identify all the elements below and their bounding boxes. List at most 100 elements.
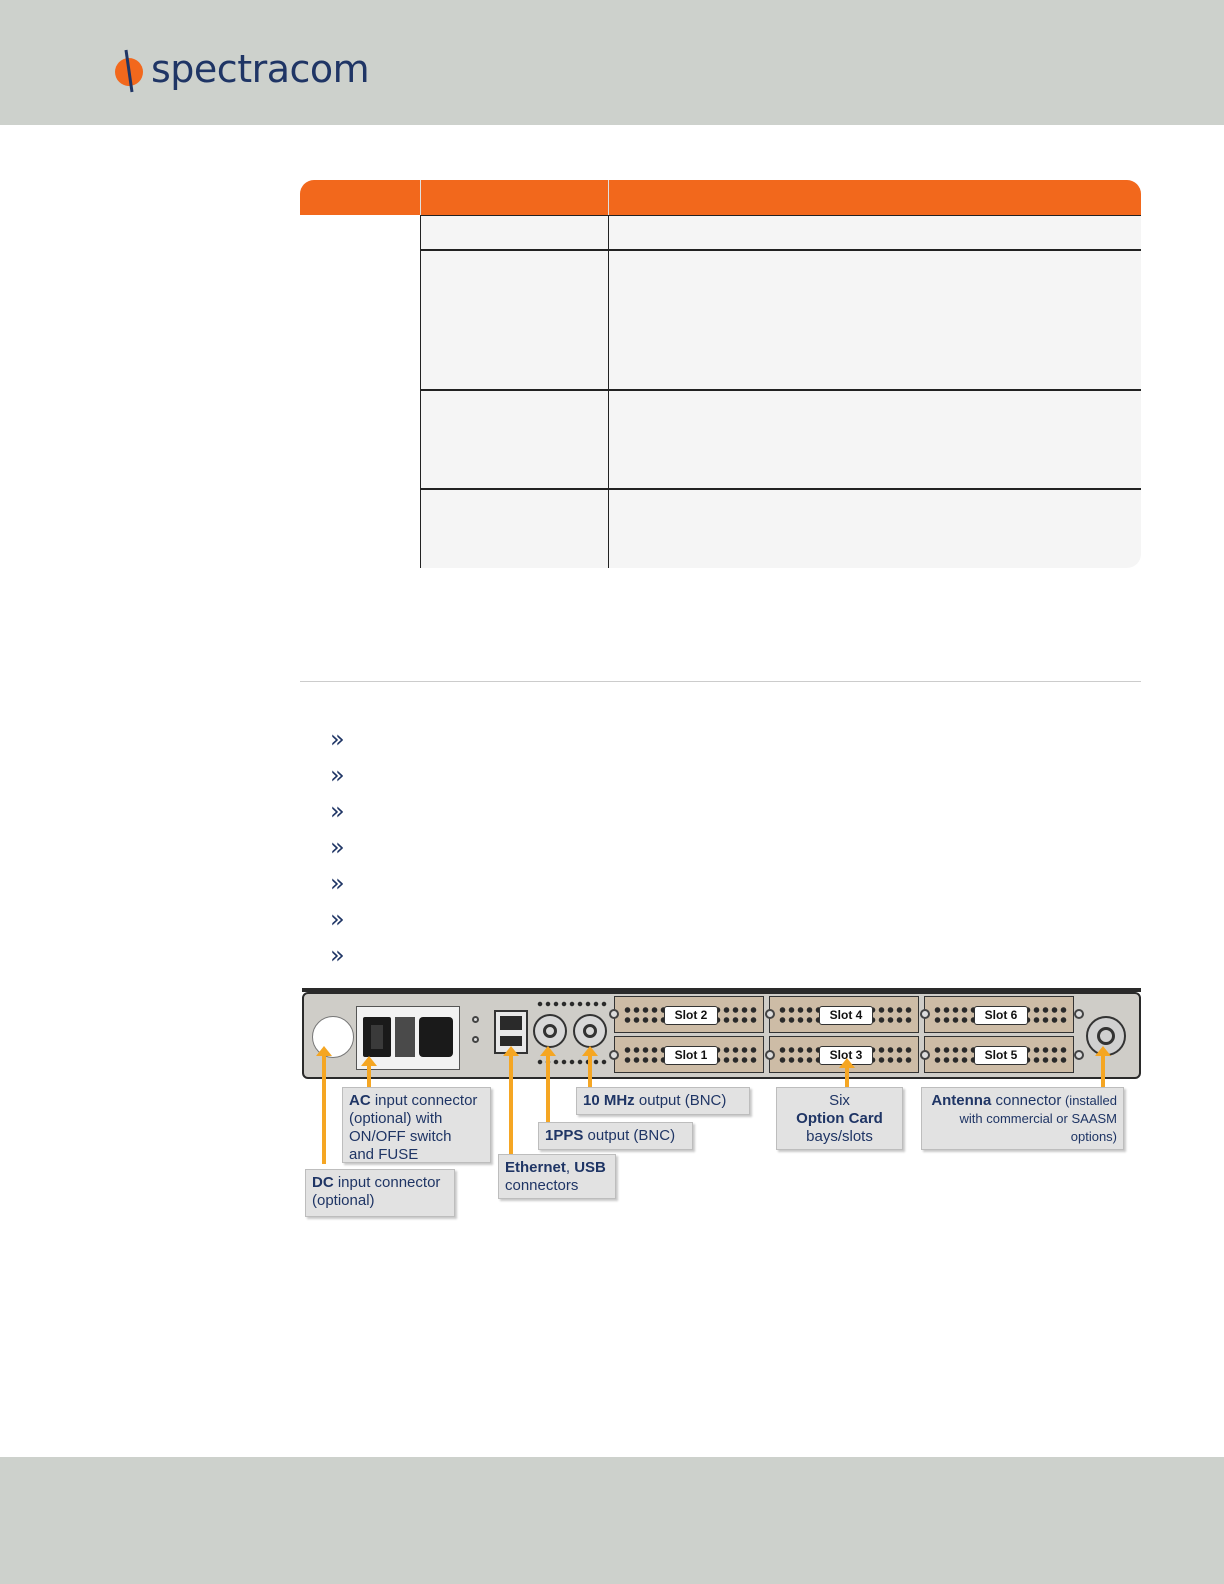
option-slot-4: Slot 4	[769, 996, 919, 1033]
slot-label: Slot 2	[664, 1006, 718, 1025]
rear-panel-diagram: Slot 2 Slot 4 Slot 6 Slot 1 Slot 3 Slot …	[300, 988, 1143, 1233]
slot-label: Slot 5	[974, 1046, 1028, 1065]
1pps-bnc-connector-icon	[533, 1014, 567, 1048]
callout-text: output (BNC)	[583, 1127, 676, 1144]
screw-icon	[609, 1009, 619, 1019]
callout-bold: AC	[349, 1092, 371, 1109]
callout-text: Six	[829, 1092, 850, 1109]
fuse-holder-icon	[395, 1017, 415, 1057]
table-row	[421, 391, 1141, 488]
row-border	[421, 488, 1141, 490]
callout-option-slots: Six Option Card bays/slots	[776, 1087, 903, 1150]
slot-label: Slot 6	[974, 1006, 1028, 1025]
column-divider	[608, 216, 609, 249]
row-border	[421, 215, 1141, 216]
column-divider	[608, 391, 609, 488]
callout-bold: Ethernet	[505, 1159, 566, 1176]
spec-table	[300, 180, 1141, 568]
antenna-arrow	[1095, 1046, 1111, 1088]
table-body	[300, 215, 1141, 568]
bullet-marker-icon: »	[330, 797, 345, 825]
callout-bold: 1PPS	[545, 1127, 584, 1144]
callout-text: input connector	[370, 1092, 478, 1109]
dc-arrow	[316, 1046, 332, 1164]
table-row	[421, 251, 1141, 389]
table-header-row	[300, 180, 1141, 215]
callout-1pps: 1PPS output (BNC)	[538, 1122, 693, 1150]
page-header: spectracom	[0, 0, 1224, 125]
callout-text: and FUSE	[349, 1146, 419, 1163]
row-border	[421, 389, 1141, 391]
table-group-cell	[300, 215, 421, 568]
callout-text: (installed	[1061, 1093, 1117, 1108]
callout-bold: Option Card	[796, 1110, 883, 1127]
logo-text: spectracom	[151, 47, 370, 91]
callout-bold: DC	[312, 1174, 334, 1191]
ethernet-arrow	[503, 1046, 519, 1164]
table-row	[421, 216, 1141, 249]
callout-text: connectors	[505, 1177, 579, 1194]
callout-text: ,	[565, 1159, 575, 1176]
callout-text: input connector	[333, 1174, 441, 1191]
callout-dc-input: DC input connector (optional)	[305, 1169, 455, 1217]
callout-antenna: Antenna connector (installed with commer…	[921, 1087, 1124, 1150]
callout-text: with commercial or SAASM	[959, 1111, 1117, 1126]
bullet-marker-icon: »	[330, 869, 345, 897]
slots-arrow	[839, 1058, 855, 1088]
callout-ethernet-usb: Ethernet, USB connectors	[498, 1154, 616, 1199]
screw-icon	[765, 1009, 775, 1019]
callout-ac-input: AC input connector (optional) with ON/OF…	[342, 1087, 491, 1163]
row-border	[421, 249, 1141, 251]
option-slot-1: Slot 1	[614, 1036, 764, 1073]
ac-plug-icon	[419, 1017, 453, 1057]
option-slot-6: Slot 6	[924, 996, 1074, 1033]
rear-panel: Slot 2 Slot 4 Slot 6 Slot 1 Slot 3 Slot …	[302, 992, 1141, 1079]
column-divider	[608, 490, 609, 568]
section-divider	[300, 681, 1141, 682]
callout-text: (optional)	[312, 1192, 375, 1209]
option-slot-2: Slot 2	[614, 996, 764, 1033]
option-slot-5: Slot 5	[924, 1036, 1074, 1073]
panel-top-edge	[302, 988, 1141, 992]
table-row	[421, 490, 1141, 568]
slot-label: Slot 1	[664, 1046, 718, 1065]
screw-icon	[920, 1009, 930, 1019]
spectracom-logo: spectracom	[111, 47, 370, 94]
bullet-list: » » » » » » »	[330, 725, 345, 981]
led-icon	[472, 1036, 479, 1043]
callout-10mhz: 10 MHz output (BNC)	[576, 1087, 750, 1115]
screw-icon	[1074, 1050, 1084, 1060]
callout-text: bays/slots	[806, 1128, 873, 1145]
screw-icon	[1074, 1009, 1084, 1019]
bullet-marker-icon: »	[330, 833, 345, 861]
column-divider	[608, 251, 609, 389]
callout-text: connector	[991, 1092, 1062, 1109]
callout-text: options)	[1070, 1129, 1117, 1144]
callout-text: (optional) with	[349, 1110, 443, 1127]
page-footer	[0, 1457, 1224, 1584]
power-switch-icon	[363, 1017, 391, 1057]
vent-holes	[536, 1000, 608, 1008]
bullet-marker-icon: »	[330, 761, 345, 789]
header-divider	[608, 180, 609, 215]
callout-text: ON/OFF switch	[349, 1128, 452, 1145]
bullet-marker-icon: »	[330, 941, 345, 969]
bullet-marker-icon: »	[330, 725, 345, 753]
screw-icon	[920, 1050, 930, 1060]
callout-bold: USB	[574, 1159, 606, 1176]
screw-icon	[609, 1050, 619, 1060]
ac-arrow	[361, 1056, 377, 1088]
callout-bold: Antenna	[931, 1092, 992, 1109]
vent-holes	[536, 1058, 608, 1066]
led-icon	[472, 1016, 479, 1023]
1pps-arrow	[540, 1046, 556, 1132]
screw-icon	[765, 1050, 775, 1060]
callout-text: output (BNC)	[634, 1092, 727, 1109]
bullet-marker-icon: »	[330, 905, 345, 933]
logo-globe-icon	[115, 49, 143, 93]
ac-input-module	[356, 1006, 460, 1070]
slot-label: Slot 4	[819, 1006, 873, 1025]
10mhz-bnc-connector-icon	[573, 1014, 607, 1048]
callout-bold: 10 MHz	[583, 1092, 635, 1109]
10mhz-arrow	[582, 1046, 598, 1088]
